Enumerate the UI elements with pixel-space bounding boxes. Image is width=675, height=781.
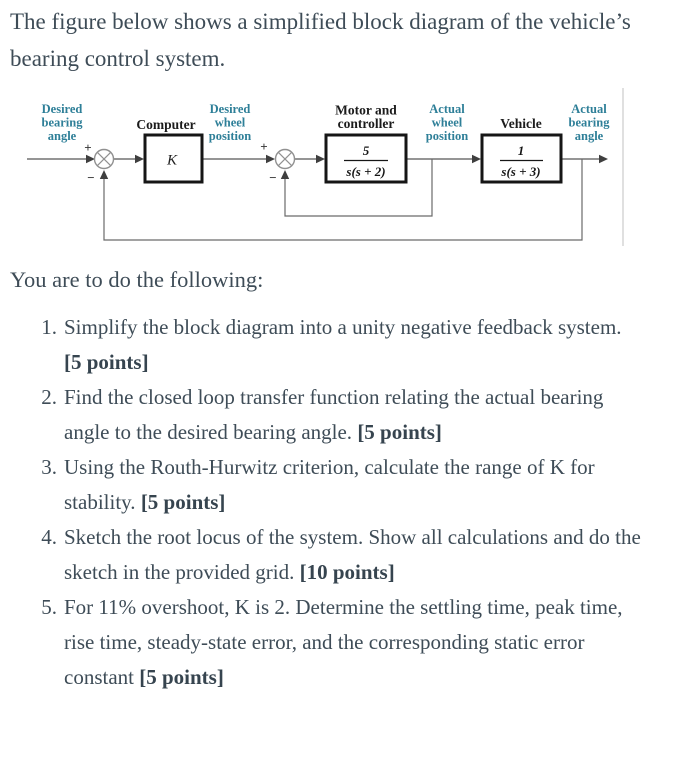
task-text: Using the Routh-Hurwitz criterion, calcu… [64, 455, 595, 514]
task-body: Sketch the root locus of the system. Sho… [64, 520, 642, 590]
task-text: Find the closed loop transfer function r… [64, 385, 604, 444]
arrowhead-into-computer [135, 154, 144, 164]
junction1-plus-sign: + [84, 140, 91, 155]
task-points: [10 points] [299, 560, 395, 584]
summing-junction-1 [93, 148, 115, 170]
label-actual-bearing-angle: Actual bearing angle [569, 102, 611, 143]
inner-feedback-line [284, 159, 433, 217]
summing-junction-2 [274, 148, 296, 170]
motor-numerator: 5 [363, 143, 370, 158]
task-marker: 3. [41, 455, 57, 479]
arrowhead-feedback-junction2 [280, 170, 290, 179]
arrowhead-into-junction1 [86, 154, 95, 164]
computer-block-title: Computer [136, 117, 195, 132]
label-desired-wheel-line3: position [209, 129, 251, 143]
task-list: 1. Simplify the block diagram into a uni… [10, 310, 650, 695]
task-marker: 2. [41, 385, 57, 409]
task-body: For 11% overshoot, K is 2. Determine the… [64, 590, 642, 695]
label-desired-bearing-line1: Desired [42, 102, 83, 116]
task-text: For 11% overshoot, K is 2. Determine the… [64, 595, 623, 689]
task-text: Simplify the block diagram into a unity … [64, 315, 622, 339]
label-actual-bearing-line1: Actual [571, 102, 607, 116]
vehicle-denominator: s(s + 3) [500, 164, 540, 179]
task-points: [5 points] [357, 420, 442, 444]
task-marker: 1. [41, 315, 57, 339]
task-points: [5 points] [139, 665, 224, 689]
arrowhead-into-vehicle [472, 154, 481, 164]
task-item-4: 4. Sketch the root locus of the system. … [10, 520, 650, 590]
task-marker: 5. [41, 595, 57, 619]
computer-block [143, 133, 204, 184]
task-marker: 4. [41, 525, 57, 549]
motor-block-title-line1: Motor and [335, 103, 397, 118]
label-desired-wheel-line2: wheel [215, 116, 246, 130]
label-actual-bearing-line3: angle [575, 129, 604, 143]
junction2-plus-sign: + [260, 139, 267, 154]
label-actual-wheel-line3: position [426, 129, 468, 143]
motor-denominator: s(s + 2) [345, 164, 385, 179]
junction2-minus-sign: − [269, 170, 276, 185]
vehicle-block-title: Vehicle [500, 116, 542, 131]
label-desired-wheel-line1: Desired [210, 102, 251, 116]
label-desired-bearing-line3: angle [48, 129, 77, 143]
label-actual-wheel-line2: wheel [432, 116, 463, 130]
task-points: [5 points] [64, 350, 149, 374]
arrowhead-into-junction2 [266, 154, 275, 164]
lead-paragraph: You are to do the following: [10, 267, 264, 292]
task-item-1: 1. Simplify the block diagram into a uni… [10, 310, 650, 380]
label-desired-wheel-position: Desired wheel position [209, 102, 251, 143]
computer-gain-k: K [166, 153, 178, 169]
label-actual-bearing-line2: bearing [569, 116, 611, 130]
vehicle-block [480, 133, 563, 184]
arrowhead-output [599, 154, 608, 164]
label-actual-wheel-line1: Actual [429, 102, 465, 116]
intro-paragraph: The figure below shows a simplified bloc… [10, 9, 631, 71]
task-body: Find the closed loop transfer function r… [64, 380, 642, 450]
label-actual-wheel-position: Actual wheel position [426, 102, 468, 143]
label-desired-bearing-line2: bearing [42, 116, 84, 130]
arrowhead-into-motor [316, 154, 325, 164]
task-text: Sketch the root locus of the system. Sho… [64, 525, 641, 584]
task-body: Using the Routh-Hurwitz criterion, calcu… [64, 450, 642, 520]
arrowhead-feedback-junction1 [99, 170, 109, 179]
task-item-3: 3. Using the Routh-Hurwitz criterion, ca… [10, 450, 650, 520]
label-desired-bearing-angle: Desired bearing angle [42, 102, 84, 143]
task-item-2: 2. Find the closed loop transfer functio… [10, 380, 650, 450]
task-points: [5 points] [140, 490, 226, 514]
task-item-5: 5. For 11% overshoot, K is 2. Determine … [10, 590, 650, 695]
outer-feedback-line [103, 159, 583, 241]
motor-block [324, 133, 408, 184]
task-body: Simplify the block diagram into a unity … [64, 310, 642, 380]
block-diagram-figure: + − + − Computer Motor and controller Ve… [0, 88, 675, 256]
motor-block-title-line2: controller [338, 116, 395, 131]
junction1-minus-sign: − [87, 170, 94, 185]
block-diagram-svg: + − + − Computer Motor and controller Ve… [27, 88, 624, 246]
vehicle-numerator: 1 [518, 143, 525, 158]
